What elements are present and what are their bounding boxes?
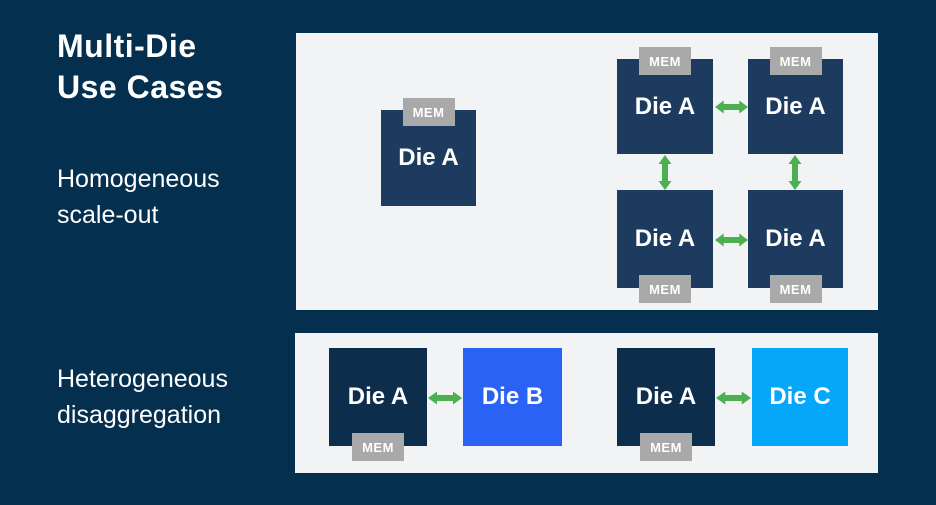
- row-label-heterogeneous-line2: disaggregation: [57, 401, 222, 429]
- die-c: Die C: [752, 348, 848, 446]
- mem-tag: MEM: [639, 47, 691, 75]
- bidirectional-arrow-icon: [428, 391, 462, 405]
- mem-tag: MEM: [639, 275, 691, 303]
- die-a-grid-top-left: MEM Die A: [617, 47, 713, 154]
- die-a-single: MEM Die A: [381, 98, 476, 206]
- page-title: Multi-Die Use Cases: [57, 26, 223, 108]
- row-label-homogeneous: Homogeneous scale-out: [57, 161, 220, 233]
- die-a-pair2: MEM Die A: [617, 348, 715, 461]
- die-label: Die A: [765, 225, 826, 252]
- die-label: Die A: [635, 383, 697, 410]
- die-a-grid-top-right: MEM Die A: [748, 47, 843, 154]
- mem-tag: MEM: [769, 275, 822, 303]
- panel-homogeneous-scale-out: MEM Die A MEM Die A MEM Die A MEM Die A …: [296, 33, 878, 310]
- die-label: Die B: [481, 383, 544, 410]
- die-label: Die C: [769, 383, 831, 410]
- bidirectional-arrow-icon: [658, 155, 672, 190]
- mem-tag: MEM: [769, 47, 822, 75]
- bidirectional-arrow-icon: [716, 391, 751, 405]
- page-title-line2: Use Cases: [57, 69, 224, 105]
- row-label-heterogeneous-line1: Heterogeneous: [57, 365, 228, 393]
- die-a-pair1: MEM Die A: [329, 348, 427, 461]
- die-label: Die A: [765, 92, 826, 120]
- die-label: Die A: [634, 225, 696, 252]
- row-label-heterogeneous: Heterogeneous disaggregation: [57, 361, 228, 433]
- die-label: Die A: [347, 383, 409, 410]
- mem-tag: MEM: [352, 433, 404, 461]
- die-label: Die A: [634, 92, 696, 120]
- page-title-line1: Multi-Die: [57, 28, 197, 64]
- panel-heterogeneous-disaggregation: MEM Die A Die B MEM Die A Die C: [295, 333, 878, 473]
- mem-tag: MEM: [640, 433, 692, 461]
- row-label-homogeneous-line1: Homogeneous: [57, 165, 220, 193]
- mem-tag: MEM: [402, 98, 455, 126]
- bidirectional-arrow-icon: [715, 233, 748, 247]
- bidirectional-arrow-icon: [788, 155, 802, 190]
- row-label-homogeneous-line2: scale-out: [57, 201, 159, 229]
- die-b: Die B: [463, 348, 562, 446]
- die-a-grid-bottom-left: MEM Die A: [617, 190, 713, 303]
- die-label: Die A: [398, 144, 459, 171]
- die-a-grid-bottom-right: MEM Die A: [748, 190, 843, 303]
- bidirectional-arrow-icon: [715, 100, 748, 114]
